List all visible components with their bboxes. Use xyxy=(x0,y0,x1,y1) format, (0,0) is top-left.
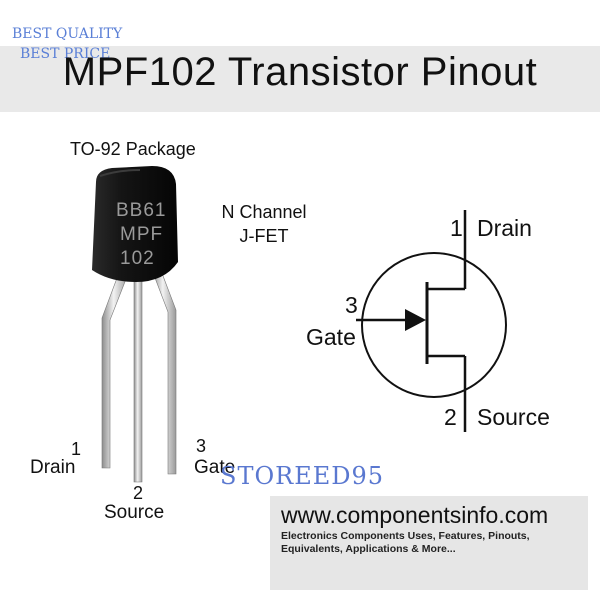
device-type: N Channel J-FET xyxy=(204,200,324,248)
pkg-pin3-name: Gate xyxy=(194,457,236,478)
pkg-pin3-number: 3 xyxy=(196,436,207,456)
sym-pin1-number: 1 xyxy=(450,215,463,241)
chip-marking-line2: MPF xyxy=(120,224,163,245)
site-url: www.componentsinfo.com xyxy=(281,502,549,528)
page-title: MPF102 Transistor Pinout xyxy=(62,50,538,94)
package-label: TO-92 Package xyxy=(70,139,196,159)
site-tagline: Electronics Components Uses, Features, P… xyxy=(281,530,530,555)
sym-pin2-number: 2 xyxy=(444,404,457,430)
sym-pin1-name: Drain xyxy=(477,215,532,241)
chip-body xyxy=(92,166,178,282)
pkg-pin2-name: Source xyxy=(104,502,165,523)
footer-box xyxy=(270,496,588,590)
chip-marking-line3: 102 xyxy=(120,248,155,269)
sym-pin2-name: Source xyxy=(477,404,550,430)
symbol-circle xyxy=(361,252,507,398)
sym-pin3-name: Gate xyxy=(306,324,356,350)
device-type-line1: N Channel xyxy=(221,202,307,222)
pkg-pin1-number: 1 xyxy=(71,439,82,459)
best-quality-badge: BEST QUALITY xyxy=(12,26,123,42)
device-type-line2: J-FET xyxy=(239,226,289,246)
sym-pin3-number: 3 xyxy=(345,292,358,318)
title-band xyxy=(0,46,600,112)
best-price-badge: BEST PRICE xyxy=(20,46,111,62)
gate-arrow-icon xyxy=(405,309,426,331)
watermark: STOREED95 xyxy=(220,462,385,490)
pkg-pin1-name: Drain xyxy=(30,457,76,478)
pkg-pin2-number: 2 xyxy=(133,483,144,503)
chip-marking-line1: BB61 xyxy=(116,200,166,221)
